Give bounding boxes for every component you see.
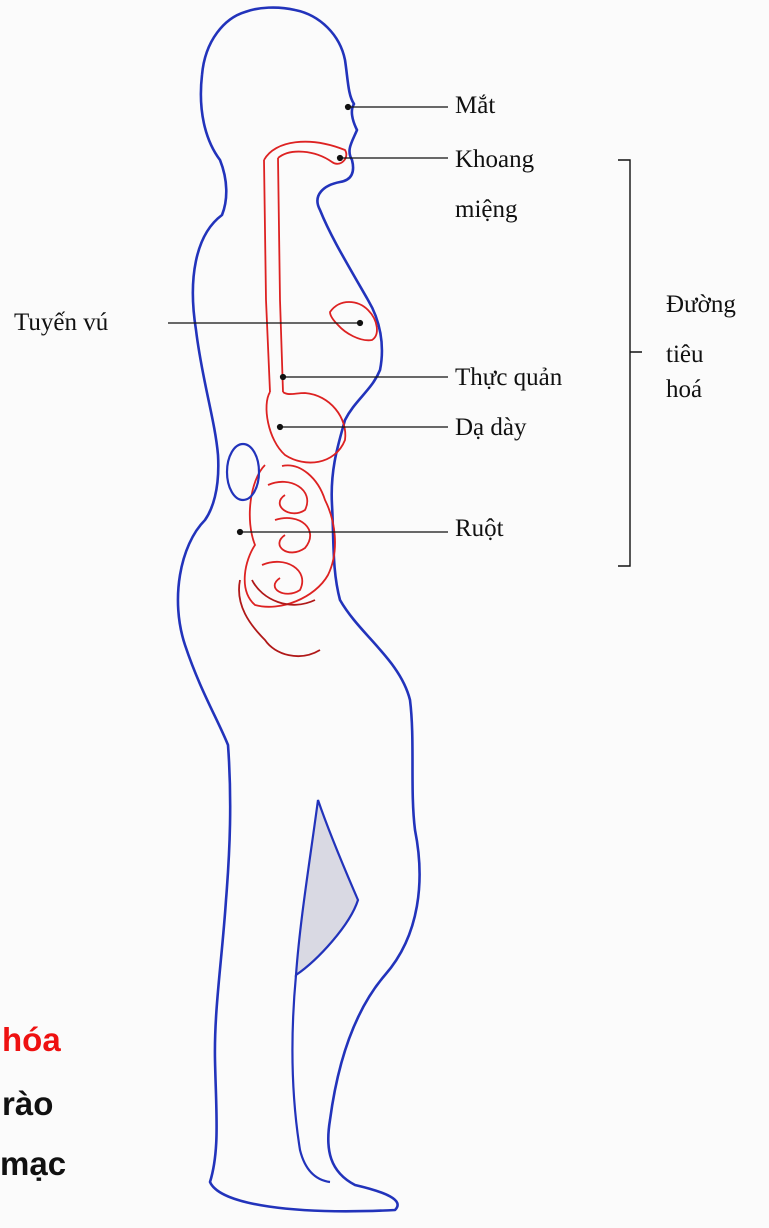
digestive-tract-bracket [618, 160, 642, 566]
mat-dot [346, 105, 351, 110]
label-khoang: Khoang [455, 145, 534, 175]
overlay-text-line3: mạc [0, 1144, 66, 1184]
label-ruot: Ruột [455, 514, 504, 544]
thuc-quan-dot [281, 375, 286, 380]
label-duong: Đường [666, 290, 736, 320]
leader-lines [168, 105, 448, 535]
digestive-tract [239, 142, 377, 656]
overlay-text-line1: hóa [2, 1020, 61, 1060]
back-leg-outline [293, 975, 330, 1182]
leg-gap-shading [296, 800, 358, 975]
intestine-outline [245, 465, 335, 607]
label-hoa: hoá [666, 375, 702, 405]
da-day-dot [278, 425, 283, 430]
oral-cavity-outline [264, 142, 346, 164]
esophagus-outline [264, 158, 283, 392]
overlay-text-line2: rào [2, 1084, 53, 1124]
kidney-outline [227, 444, 259, 500]
label-da-day: Dạ dày [455, 413, 527, 443]
label-mat: Mắt [455, 91, 495, 121]
khoang-mieng-dot [338, 156, 343, 161]
body-outline [178, 8, 420, 1212]
tuyen-vu-dot [358, 321, 363, 326]
label-tuyen-vu: Tuyến vú [14, 308, 108, 338]
label-mieng: miệng [455, 195, 518, 225]
breast-tissue [330, 302, 377, 340]
label-thuc-quan: Thực quản [455, 363, 562, 393]
ruot-dot [238, 530, 243, 535]
label-tieu: tiêu [666, 340, 704, 370]
